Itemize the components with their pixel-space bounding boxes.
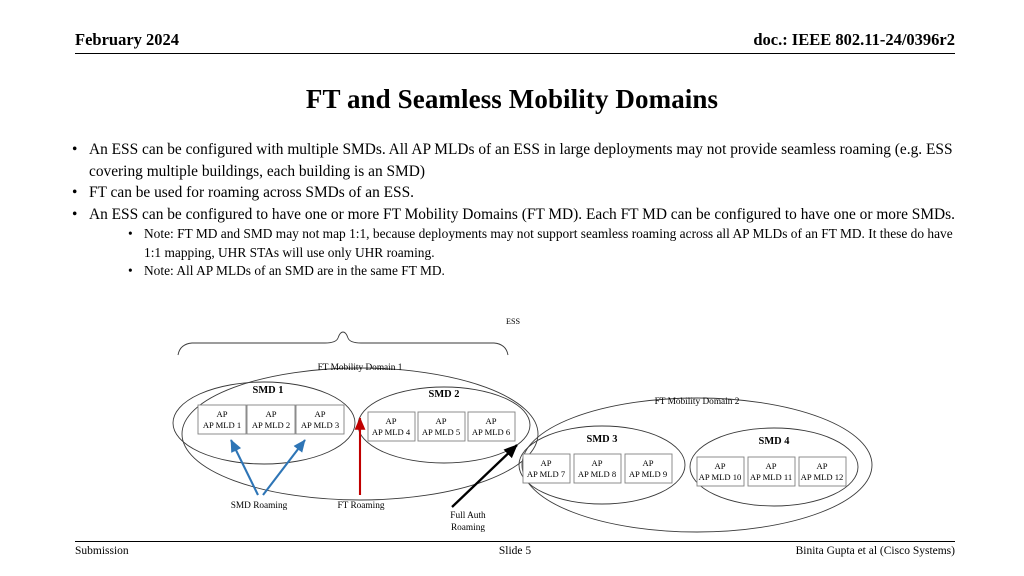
ap-mld-box: AP AP MLD 4 [367,411,416,442]
ess-brace [177,331,509,356]
ap-box-line2: AP MLD 7 [527,469,566,479]
footer-submission: Submission [75,545,129,557]
bullet-item: • An ESS can be configured to have one o… [62,204,962,226]
ft-mobility-domain-1: FT Mobility Domain 1 SMD 1 AP AP MLD 1 A… [172,363,539,501]
ap-mld-box: AP AP MLD 2 [246,404,296,435]
ap-mld-box: AP AP MLD 12 [798,456,847,487]
header-divider [75,53,955,54]
ap-mld-box: AP AP MLD 5 [417,411,466,442]
smd-2-label: SMD 2 [429,389,460,400]
ap-box-line1: AP [436,416,447,426]
full-auth-roaming-arrow [451,444,518,508]
ap-box-line2: AP MLD 2 [252,420,290,430]
footer-slide-number: Slide 5 [498,545,532,557]
ap-box-line2: AP MLD 4 [372,427,411,437]
ap-box-line2: AP MLD 8 [578,469,616,479]
ap-mld-box: AP AP MLD 9 [624,453,673,484]
smd-roaming-arrow-left [230,439,259,496]
ap-box-line2: AP MLD 10 [699,472,742,482]
full-auth-roaming-label-line2: Roaming [451,523,485,533]
ap-box-line1: AP [592,458,603,468]
sub-bullet-item: • Note: FT MD and SMD may not map 1:1, b… [62,225,962,262]
smd-3-group: SMD 3 AP AP MLD 7 AP AP MLD 8 AP AP MLD … [518,425,686,505]
ap-mld-box: AP AP MLD 3 [295,404,345,435]
sub-bullet-text: Note: All AP MLDs of an SMD are in the s… [144,263,445,279]
bullet-list: • An ESS can be configured with multiple… [62,139,962,281]
bullet-text: An ESS can be configured to have one or … [89,205,955,223]
smd-4-label: SMD 4 [759,436,790,447]
ft-md-1-label: FT Mobility Domain 1 [318,363,403,373]
bullet-text: An ESS can be configured with multiple S… [89,141,953,180]
ap-box-line1: AP [486,416,497,426]
ft-mobility-domain-2: FT Mobility Domain 2 SMD 3 AP AP MLD 7 A… [518,397,873,533]
smd-roaming-label: SMD Roaming [231,501,288,511]
ap-box-line1: AP [715,461,726,471]
sub-bullet-text: Note: FT MD and SMD may not map 1:1, bec… [144,226,953,260]
sub-bullet-item: • Note: All AP MLDs of an SMD are in the… [62,262,962,281]
smd-4-group: SMD 4 AP AP MLD 10 AP AP MLD 11 AP AP ML… [689,427,859,507]
smd-1-label: SMD 1 [253,385,284,396]
ap-box-line2: AP MLD 11 [750,472,792,482]
ap-mld-box: AP AP MLD 7 [522,453,571,484]
ap-mld-box: AP AP MLD 10 [696,456,745,487]
smd-3-label: SMD 3 [587,434,618,445]
bullet-marker-icon: • [72,205,78,223]
slide-header: February 2024 doc.: IEEE 802.11-24/0396r… [75,30,955,54]
bullet-marker-icon: • [72,184,78,201]
bullet-item: • FT can be used for roaming across SMDs… [62,182,962,204]
ap-box-line2: AP MLD 1 [203,420,241,430]
ap-mld-box: AP AP MLD 1 [197,404,247,435]
ap-box-line1: AP [541,458,552,468]
bullet-marker-icon: • [128,263,133,279]
bullet-marker-icon: • [72,141,78,158]
ap-mld-box: AP AP MLD 11 [747,456,796,487]
full-auth-roaming-label: Full Auth [450,511,486,521]
smd-1-group: SMD 1 AP AP MLD 1 AP AP MLD 2 AP AP MLD … [172,381,356,465]
ap-box-line2: AP MLD 5 [422,427,460,437]
page-title: FT and Seamless Mobility Domains [305,84,719,114]
smd-2-group: SMD 2 AP AP MLD 4 AP AP MLD 5 AP AP MLD … [357,386,531,464]
ap-box-line1: AP [266,409,277,419]
smd-roaming-arrows [230,439,306,496]
ap-box-line1: AP [315,409,326,419]
ap-box-line1: AP [817,461,828,471]
ap-box-line2: AP MLD 9 [629,469,667,479]
ap-box-line1: AP [386,416,397,426]
ap-box-line1: AP [766,461,777,471]
full-auth-roaming-arrow-line [451,444,518,508]
footer-divider [75,541,955,542]
ess-topology-diagram: ESS FT Mobility Domain 1 SMD 1 AP AP MLD… [0,310,1024,542]
ft-md-2-label: FT Mobility Domain 2 [655,397,740,407]
ap-box-line2: AP MLD 6 [472,427,511,437]
bullet-item: • An ESS can be configured with multiple… [62,139,962,182]
slide-footer: Submission Slide 5 Binita Gupta et al (C… [75,545,955,563]
ess-label: ESS [506,317,521,326]
ap-mld-box: AP AP MLD 8 [573,453,622,484]
footer-authors: Binita Gupta et al (Cisco Systems) [795,545,955,557]
bullet-marker-icon: • [128,226,133,241]
ap-box-line2: AP MLD 12 [801,472,844,482]
ap-mld-box: AP AP MLD 6 [467,411,516,442]
bullet-text: FT can be used for roaming across SMDs o… [89,184,415,201]
header-date: February 2024 [75,30,180,49]
smd-roaming-arrow-right [262,439,306,496]
ap-box-line2: AP MLD 3 [301,420,339,430]
ap-box-line1: AP [217,409,228,419]
ft-roaming-label: FT Roaming [337,501,384,511]
ap-box-line1: AP [643,458,654,468]
header-document-id: doc.: IEEE 802.11-24/0396r2 [753,30,955,49]
